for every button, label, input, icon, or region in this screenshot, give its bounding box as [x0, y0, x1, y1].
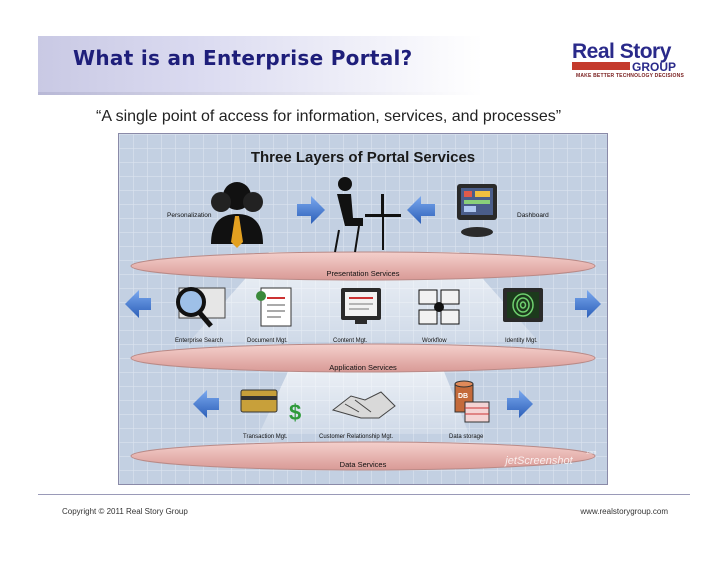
arrow-left-application — [125, 290, 151, 318]
logo-wordmark: Real Story — [572, 40, 671, 63]
dashboard-label: Dashboard — [517, 212, 549, 219]
fingerprint-icon — [503, 288, 543, 322]
jetscreenshot-watermark: jetScreenshot — [503, 455, 573, 467]
content-mgt-label: Content Mgt. — [333, 338, 368, 344]
portal-layers-diagram: Three Layers of Portal Services Presenta… — [118, 133, 608, 485]
diagram-title: Three Layers of Portal Services — [251, 149, 475, 166]
content-monitor-icon — [341, 288, 381, 324]
arrow-right-application — [575, 290, 601, 318]
magnifier-icon — [176, 287, 226, 328]
application-platform — [130, 343, 596, 373]
enterprise-search-label: Enterprise Search — [175, 338, 223, 344]
handshake-icon — [331, 391, 396, 419]
copyright-notice: Copyright © 2011 Real Story Group — [62, 507, 188, 516]
document-mgt-label: Document Mgt. — [247, 338, 288, 344]
personalization-label: Personalization — [167, 212, 212, 219]
presentation-services-label: Presentation Services — [327, 269, 400, 278]
title-bar — [38, 36, 483, 92]
data-services-label: Data Services — [340, 460, 387, 469]
user-at-desk-icon — [334, 177, 401, 253]
document-icon — [256, 287, 292, 327]
person-group-icon — [211, 182, 263, 248]
logo-tagline: MAKE BETTER TECHNOLOGY DECISIONS — [576, 73, 684, 79]
logo-group-text: GROUP — [632, 60, 677, 74]
logo-red-bar — [572, 62, 630, 70]
website-url: www.realstorygroup.com — [580, 507, 668, 516]
data-storage-label: Data storage — [449, 434, 484, 440]
light-beam-lower — [259, 359, 469, 434]
definition-quote: “A single point of access for informatio… — [96, 108, 562, 125]
arrow-left-data — [193, 390, 219, 418]
arrow-right-data — [507, 390, 533, 418]
workflow-label: Workflow — [422, 338, 447, 344]
slide-title: What is an Enterprise Portal? — [73, 46, 413, 70]
svg-text:DB: DB — [458, 393, 468, 400]
footer-divider — [38, 494, 690, 495]
crm-label: Customer Relationship Mgt. — [319, 434, 393, 440]
arrow-left-dashboard — [407, 196, 435, 224]
svg-text:$: $ — [289, 400, 301, 425]
credit-card-dollar-icon: $ — [240, 389, 301, 425]
workflow-icon — [418, 289, 460, 325]
arrow-right-personalization — [297, 196, 325, 224]
real-story-group-logo: Real Story GROUP MAKE BETTER TECHNOLOGY … — [572, 40, 692, 82]
presentation-platform — [130, 251, 596, 281]
dashboard-monitor-icon — [457, 184, 497, 237]
transaction-mgt-label: Transaction Mgt. — [243, 434, 288, 440]
data-platform — [130, 441, 596, 471]
application-services-label: Application Services — [329, 363, 397, 372]
identity-mgt-label: Identity Mgt. — [505, 338, 538, 344]
watermark-domain: .com — [586, 450, 597, 456]
diagram-svg: Three Layers of Portal Services Presenta… — [119, 134, 607, 484]
title-underline — [38, 92, 483, 95]
database-icon: DB — [454, 380, 490, 423]
